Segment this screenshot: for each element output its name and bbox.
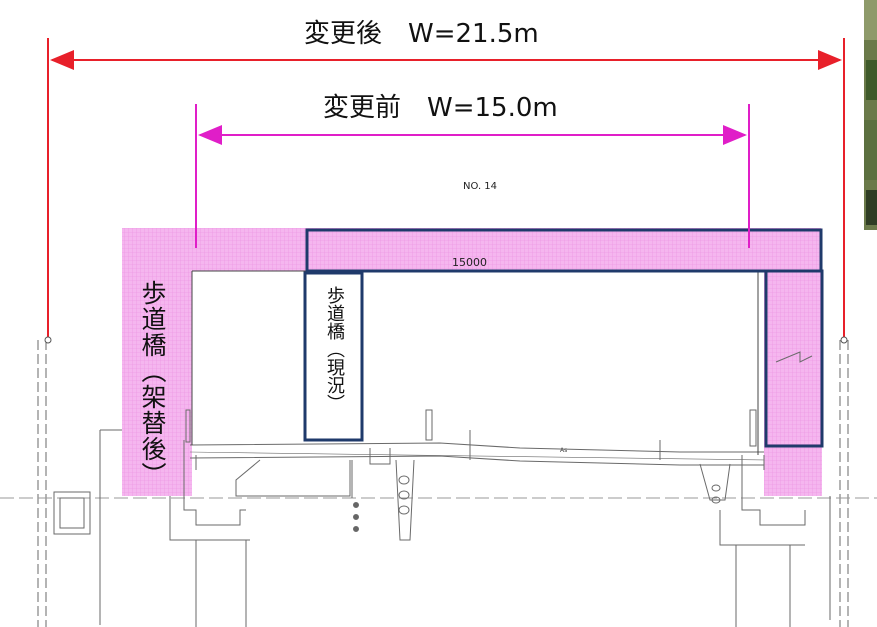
current-bridge-label: 歩道橋（現況）	[324, 286, 345, 412]
after-width-label: 変更後 W=21.5m	[304, 19, 539, 49]
new-pier-right-pink	[764, 271, 822, 496]
new-bridge-area	[122, 228, 822, 496]
after-width-dimension	[44, 38, 848, 344]
dimension-label: 15000	[452, 256, 487, 269]
structure-drawing	[0, 340, 877, 627]
current-bridge-boxes	[303, 228, 824, 448]
photo-strip	[864, 0, 877, 230]
before-width-label: 変更前 W=15.0m	[323, 93, 558, 123]
new-deck-main-pink	[308, 228, 821, 271]
new-pier-left-pink	[122, 271, 192, 496]
current-left-box	[303, 271, 364, 442]
new-deck-left-pink	[122, 228, 308, 271]
existing-bridge-outline	[191, 270, 764, 455]
before-width-dimension	[195, 104, 750, 248]
section-number-label: NO. 14	[463, 181, 497, 192]
ground-mark-label: As	[560, 447, 567, 454]
new-bridge-label: 歩道橋（架替後）	[138, 280, 167, 488]
current-right-box	[764, 269, 824, 448]
current-deck-box	[305, 228, 823, 273]
